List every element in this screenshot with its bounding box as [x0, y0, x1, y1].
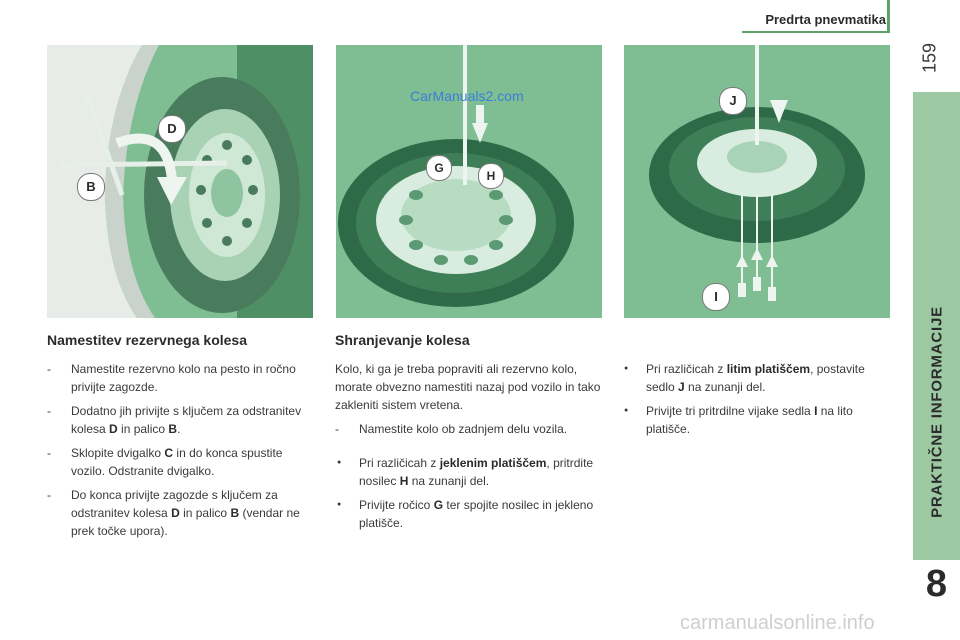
fitting-step-4: Do konca privijte zagozde s ključem za o…	[47, 486, 317, 540]
section-storing-body: Kolo, ki ga je treba popraviti ali rezer…	[335, 360, 603, 538]
watermark-carmanuals2: CarManuals2.com	[410, 88, 524, 104]
page-number: 159	[915, 38, 945, 78]
section-heading-storing: Shranjevanje kolesa	[335, 332, 470, 348]
fitting-step-3: Sklopite dvigalko C in do konca spustite…	[47, 444, 317, 480]
section-heading-fitting: Namestitev rezervnega kolesa	[47, 332, 247, 348]
figure-label-B: B	[77, 173, 105, 201]
fitting-step-1: Namestite rezervno kolo na pesto in ročn…	[47, 360, 317, 396]
storing-steel-bullet-2: Privijte ročico G ter spojite nosilec in…	[335, 496, 603, 532]
fitting-steps-list: Namestite rezervno kolo na pesto in ročn…	[47, 360, 317, 540]
chapter-tab-label-text: PRAKTIČNE INFORMACIJE	[928, 306, 945, 518]
chapter-side-tab	[913, 92, 960, 560]
figure-2-illustration	[338, 45, 574, 307]
storing-steel-bullets: Pri različicah z jeklenim platiščem, pri…	[335, 454, 603, 532]
storing-steel-bullet-1: Pri različicah z jeklenim platiščem, pri…	[335, 454, 603, 490]
watermark-carmanualsonline: carmanualsonline.info	[680, 612, 875, 634]
figure-label-H: H	[478, 163, 504, 189]
fitting-step-2: Dodatno jih privijte s ključem za odstra…	[47, 402, 317, 438]
page-header-title: Predrta pnevmatika	[765, 12, 886, 27]
storing-dash-item: Namestite kolo ob zadnjem delu vozila.	[335, 420, 603, 438]
storing-alloy-bullet-2: Privijte tri pritrdilne vijake sedla I n…	[622, 402, 888, 438]
figure-storing-wheel-steel: G H	[336, 45, 602, 318]
storing-dash-list: Namestite kolo ob zadnjem delu vozila.	[335, 420, 603, 438]
figure-label-J: J	[719, 87, 747, 115]
storing-alloy-bullets: Pri različicah z litim platiščem, postav…	[622, 360, 888, 438]
storing-alloy-bullet-1: Pri različicah z litim platiščem, postav…	[622, 360, 888, 396]
chapter-number: 8	[913, 562, 960, 606]
section-fitting-body: Namestite rezervno kolo na pesto in ročn…	[47, 360, 317, 546]
page-number-text: 159	[919, 42, 940, 74]
figure-3-illustration	[649, 45, 865, 301]
chapter-tab-label: PRAKTIČNE INFORMACIJE	[913, 262, 960, 562]
figure-label-D: D	[158, 115, 186, 143]
header-tick	[887, 0, 890, 33]
figure-storing-wheel-alloy: J I	[624, 45, 890, 318]
figure-fitting-spare-wheel: D B	[47, 45, 313, 318]
storing-intro: Kolo, ki ga je treba popraviti ali rezer…	[335, 362, 601, 412]
header-rule	[742, 31, 890, 33]
section-alloy-body: Pri različicah z litim platiščem, postav…	[622, 360, 888, 444]
figure-label-I: I	[702, 283, 730, 311]
figure-label-G: G	[426, 155, 452, 181]
